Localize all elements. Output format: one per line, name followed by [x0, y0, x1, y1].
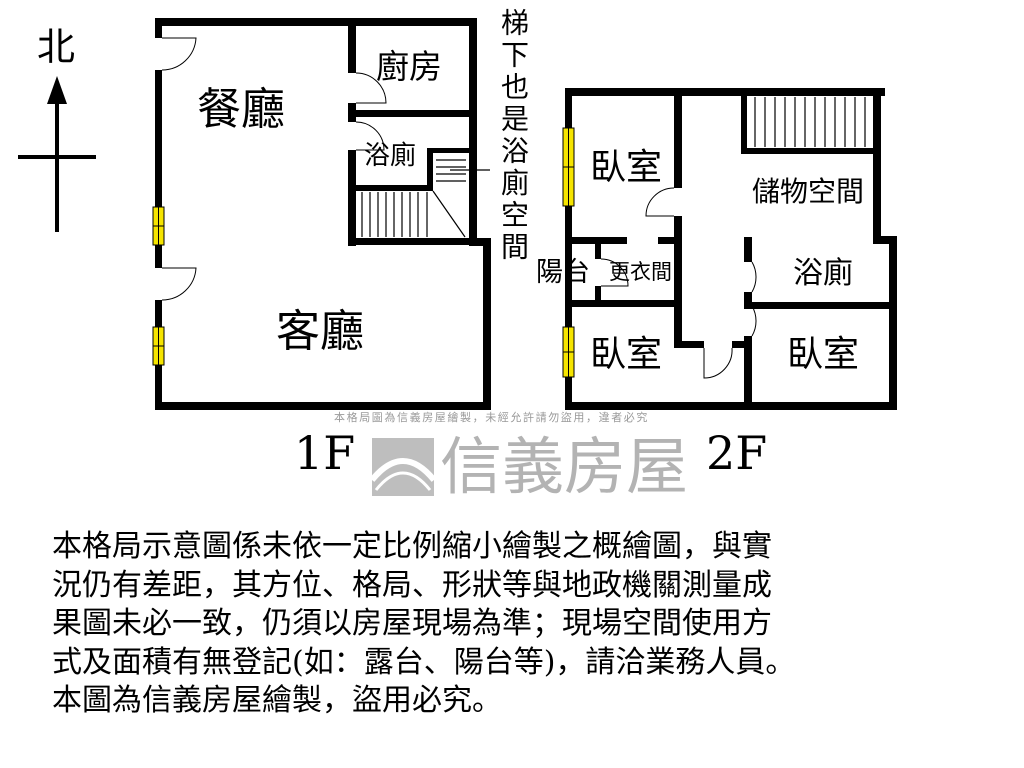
room-kitchen: 廚房: [376, 47, 442, 86]
floor1-windows: [152, 206, 165, 366]
floor1-stairs: [361, 159, 490, 238]
floor2-stairs: [569, 97, 866, 300]
floor2-label: 2F: [706, 426, 768, 480]
stair-note: 梯下也是浴廁空間: [497, 8, 530, 264]
disclaimer-line: 式及面積有無登記(如：露台、陽台等)，請洽業務人員。: [52, 644, 796, 680]
room-bedroom-se: 臥室: [787, 334, 860, 375]
room-bedroom-sw: 臥室: [590, 334, 663, 375]
watermark-notice: 本格局圖為信義房屋繪製，未經允許請勿盜用，違者必究: [334, 411, 649, 424]
disclaimer-line: 本圖為信義房屋繪製，盜用必究。: [52, 683, 502, 718]
north-arrow-icon: [18, 76, 96, 232]
watermark-logo: [369, 438, 437, 496]
watermark-brand: 信義房屋: [440, 430, 689, 503]
floor1-doors[interactable]: [161, 37, 387, 301]
room-living: 客廳: [276, 306, 364, 357]
room-balcony: 陽台: [536, 257, 590, 288]
floor2-windows: [562, 127, 575, 378]
disclaimer-line: 本格局示意圖係未依一定比例縮小繪製之概繪圖，與實: [52, 529, 772, 564]
floor1-label: 1F: [294, 426, 356, 480]
floor2-walls: [565, 88, 897, 410]
disclaimer-text: 本格局示意圖係未依一定比例縮小繪製之概繪圖，與實 況仍有差距，其方位、格局、形狀…: [52, 528, 992, 721]
disclaimer-line: 果圖未必一致，仍須以房屋現場為準；現場空間使用方: [52, 606, 772, 641]
room-closet: 更衣間: [609, 260, 672, 284]
room-bedroom-nw: 臥室: [590, 147, 663, 188]
room-bathroom-1f: 浴廁: [364, 141, 417, 171]
compass-north-label: 北: [37, 25, 76, 69]
room-bathroom-2f: 浴廁: [793, 256, 853, 291]
floor2-doors[interactable]: [600, 187, 757, 379]
floor1-walls: [155, 18, 491, 410]
room-storage: 儲物空間: [752, 175, 865, 208]
room-dining: 餐廳: [197, 84, 285, 135]
disclaimer-line: 況仍有差距，其方位、格局、形狀等與地政機關測量成: [52, 567, 772, 603]
